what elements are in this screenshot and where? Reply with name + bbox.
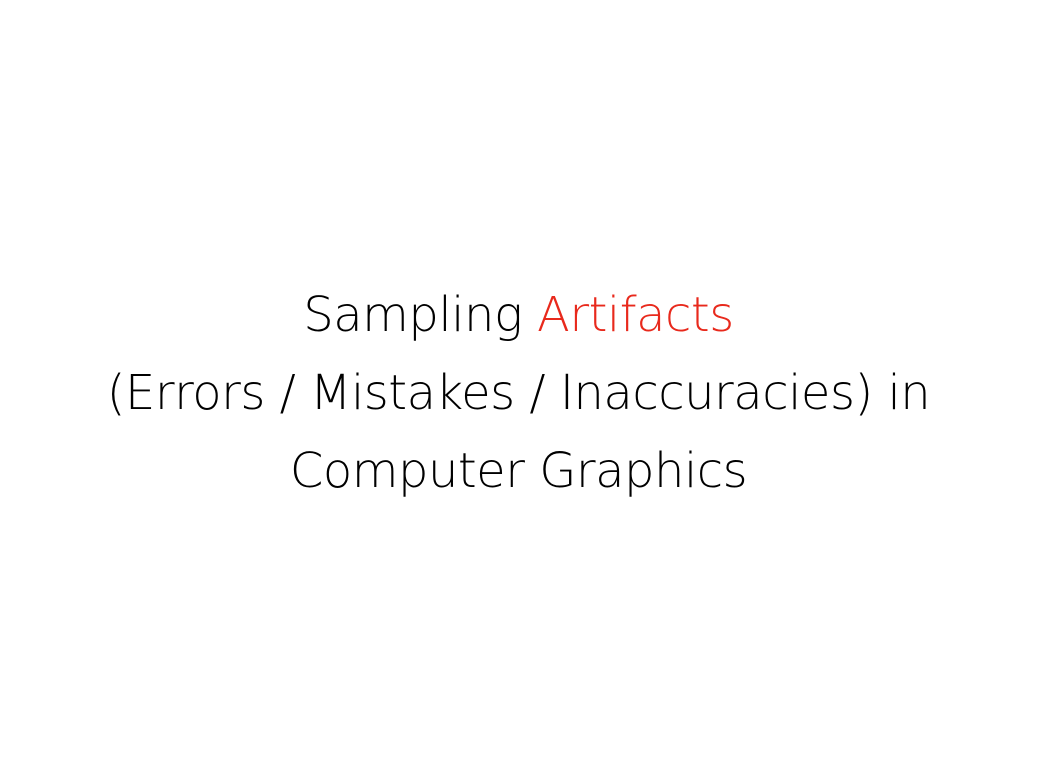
title-line-3: Computer Graphics <box>289 443 748 499</box>
title-line-1-prefix: Sampling <box>303 287 537 343</box>
slide-title: Sampling Artifacts (Errors / Mistakes / … <box>0 276 1037 510</box>
title-line-2: (Errors / Mistakes / Inaccuracies) in <box>106 365 931 421</box>
title-accent-word: Artifacts <box>537 287 734 343</box>
title-line-1: Sampling Artifacts <box>0 276 1037 354</box>
